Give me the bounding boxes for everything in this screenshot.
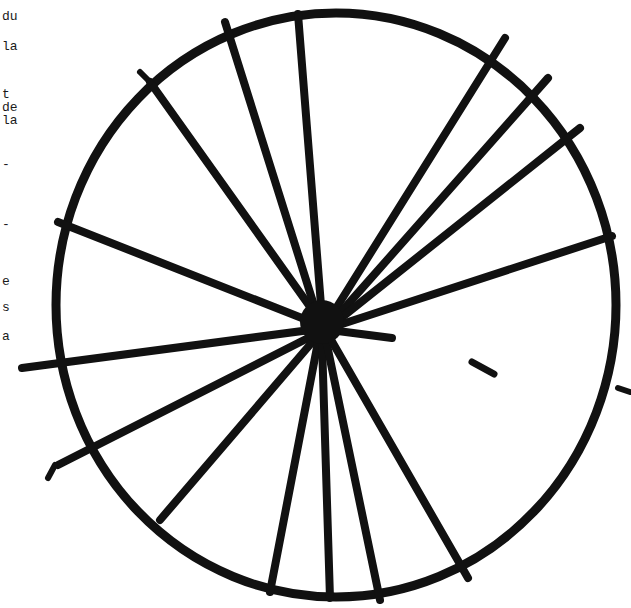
stray-mark — [472, 362, 494, 374]
wheel-spokes — [22, 14, 612, 600]
text-fragment: la — [2, 114, 18, 128]
text-fragment: t — [2, 88, 10, 102]
text-fragment: de — [2, 101, 18, 115]
rim-tick — [48, 465, 55, 478]
text-fragment: du — [2, 10, 18, 24]
stray-mark — [618, 388, 630, 392]
wheel-hub — [300, 300, 344, 344]
text-fragment: s — [2, 301, 10, 315]
wheel-rim — [56, 13, 616, 597]
text-fragment: - — [2, 158, 10, 172]
rim-tick — [140, 72, 150, 82]
text-fragment: la — [2, 40, 18, 54]
text-fragment: - — [2, 218, 10, 232]
text-fragment: a — [2, 330, 10, 344]
text-fragment: e — [2, 275, 10, 289]
